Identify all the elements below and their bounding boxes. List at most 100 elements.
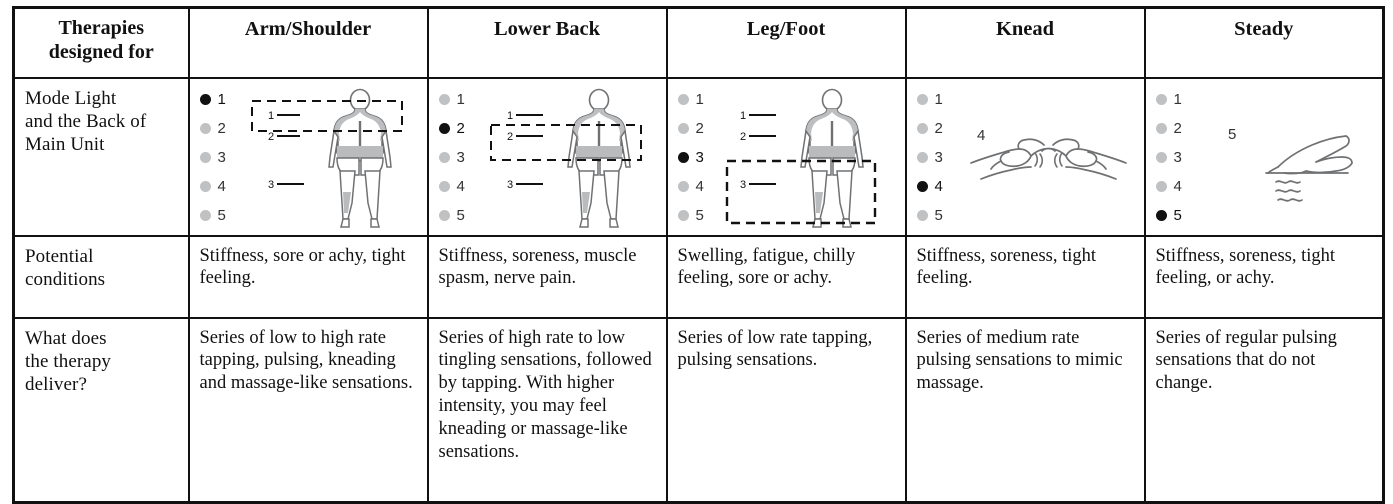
header-label-line1: Therapies (58, 17, 145, 39)
header-label-line2: designed for (48, 40, 154, 63)
callout-label-3: 3 (507, 179, 513, 191)
steady-illustration: 5 (1200, 87, 1375, 229)
conditions-cell-arm-shoulder: Stiffness, sore or achy, tight feeling. (187, 234, 429, 319)
row-label-line1: Potential (25, 245, 94, 267)
callout-label-5: 5 (1228, 126, 1236, 143)
mode-item-3[interactable]: 3 (916, 147, 957, 169)
mode-dot-1-icon (677, 94, 689, 105)
row-label-line1: Mode Light (25, 87, 117, 109)
conditions-cell-steady: Stiffness, soreness, tight feeling, or a… (1143, 234, 1385, 319)
row-label-line2: conditions (25, 268, 106, 290)
header-cell-arm-shoulder: Arm/Shoulder (187, 6, 429, 79)
mode-item-1[interactable]: 1 (199, 89, 240, 111)
highlight-region-lower-back (489, 123, 642, 161)
mode-item-1[interactable]: 1 (1155, 89, 1196, 111)
callout-label-1: 1 (507, 110, 513, 122)
mode-number-3: 3 (934, 149, 943, 166)
mode-item-2[interactable]: 2 (438, 118, 479, 140)
mode-item-5[interactable]: 5 (1155, 205, 1196, 227)
header-cell-knead: Knead (904, 6, 1146, 79)
callout-label-3: 3 (268, 179, 274, 191)
mode-item-2[interactable]: 2 (677, 118, 718, 140)
mode-item-1[interactable]: 1 (916, 89, 957, 111)
mode-number-5: 5 (934, 207, 943, 224)
mode-number-5: 5 (217, 207, 226, 224)
body-rear-figure-icon: 1 2 3 (489, 88, 642, 228)
mode-dot-3-icon (916, 152, 928, 163)
knead-illustration: 4 (961, 87, 1136, 229)
callout-label-4: 4 (977, 127, 985, 144)
mode-dot-2-icon (1155, 123, 1167, 134)
delivery-text: Series of low rate tapping, pulsing sens… (677, 327, 873, 371)
conditions-cell-lower-back: Stiffness, soreness, muscle spasm, nerve… (426, 234, 668, 319)
table-header-row: Therapies designed for Arm/Shoulder Lowe… (12, 6, 1385, 79)
mode-item-1[interactable]: 1 (677, 89, 718, 111)
delivery-cell-leg-foot: Series of low rate tapping, pulsing sens… (665, 316, 907, 504)
mode-cell-leg-foot: 1 2 3 4 (665, 76, 907, 237)
mode-item-4[interactable]: 4 (438, 176, 479, 198)
mode-item-5[interactable]: 5 (677, 205, 718, 227)
mode-number-3: 3 (217, 149, 226, 166)
row-label-line2: and the Back of (25, 110, 147, 132)
mode-dot-1-icon (438, 94, 450, 105)
delivery-cell-lower-back: Series of high rate to low tingling sens… (426, 316, 668, 504)
mode-item-1[interactable]: 1 (438, 89, 479, 111)
mode-item-5[interactable]: 5 (916, 205, 957, 227)
mode-dot-2-icon (916, 123, 928, 134)
mode-indicator-list-leg-foot: 1 2 3 4 (677, 87, 718, 227)
mode-item-4[interactable]: 4 (199, 176, 240, 198)
mode-dot-5-icon (916, 210, 928, 221)
conditions-text: Stiffness, soreness, tight feeling, or a… (1155, 245, 1336, 289)
mode-number-2: 2 (695, 120, 704, 137)
header-cell-label: Therapies designed for (12, 6, 190, 79)
mode-number-5: 5 (456, 207, 465, 224)
mode-item-2[interactable]: 2 (916, 118, 957, 140)
delivery-text: Series of medium rate pulsing sensations… (916, 327, 1123, 394)
mode-item-3[interactable]: 3 (677, 147, 718, 169)
mode-item-2[interactable]: 2 (199, 118, 240, 140)
callout-label-2: 2 (268, 131, 274, 143)
body-rear-figure-icon: 1 2 3 (250, 88, 403, 228)
therapy-comparison-sheet: Therapies designed for Arm/Shoulder Lowe… (12, 6, 1385, 504)
row-label-mode-light: Mode Light and the Back of Main Unit (12, 76, 190, 237)
mode-dot-2-icon (677, 123, 689, 134)
delivery-cell-steady: Series of regular pulsing sensations tha… (1143, 316, 1385, 504)
mode-cell-arm-shoulder: 1 2 3 4 (187, 76, 429, 237)
mode-item-4[interactable]: 4 (916, 176, 957, 198)
row-label-therapy-delivery: What does the therapy deliver? (12, 316, 190, 504)
row-label-line3: Main Unit (25, 133, 105, 155)
mode-dot-2-icon (438, 123, 450, 134)
mode-dot-5-icon (199, 210, 211, 221)
header-cell-leg-foot: Leg/Foot (665, 6, 907, 79)
therapy-delivery-row: What does the therapy deliver? Series of… (12, 316, 1385, 504)
mode-dot-4-icon (1155, 181, 1167, 192)
mode-number-4: 4 (1173, 178, 1182, 195)
mode-number-4: 4 (217, 178, 226, 195)
mode-item-5[interactable]: 5 (199, 205, 240, 227)
header-cell-steady: Steady (1143, 6, 1385, 79)
mode-item-4[interactable]: 4 (1155, 176, 1196, 198)
mode-number-4: 4 (934, 178, 943, 195)
mode-number-4: 4 (695, 178, 704, 195)
callout-label-3: 3 (740, 179, 746, 191)
mode-item-5[interactable]: 5 (438, 205, 479, 227)
mode-indicator-list-steady: 1 2 3 4 (1155, 87, 1196, 227)
mode-item-2[interactable]: 2 (1155, 118, 1196, 140)
mode-item-4[interactable]: 4 (677, 176, 718, 198)
delivery-text: Series of high rate to low tingling sens… (438, 327, 652, 463)
conditions-text: Stiffness, soreness, muscle spasm, nerve… (438, 245, 637, 289)
mode-indicator-list-lower-back: 1 2 3 4 (438, 87, 479, 227)
mode-item-3[interactable]: 3 (1155, 147, 1196, 169)
mode-number-3: 3 (1173, 149, 1182, 166)
header-title-arm-shoulder: Arm/Shoulder (244, 18, 372, 40)
callout-label-2: 2 (507, 131, 513, 143)
mode-dot-3-icon (199, 152, 211, 163)
mode-cell-knead: 1 2 3 4 (904, 76, 1146, 237)
mode-number-2: 2 (456, 120, 465, 137)
mode-item-3[interactable]: 3 (199, 147, 240, 169)
mode-dot-3-icon (677, 152, 689, 163)
potential-conditions-row: Potential conditions Stiffness, sore or … (12, 234, 1385, 319)
mode-item-3[interactable]: 3 (438, 147, 479, 169)
mode-dot-5-icon (1155, 210, 1167, 221)
delivery-text: Series of regular pulsing sensations tha… (1155, 327, 1337, 394)
